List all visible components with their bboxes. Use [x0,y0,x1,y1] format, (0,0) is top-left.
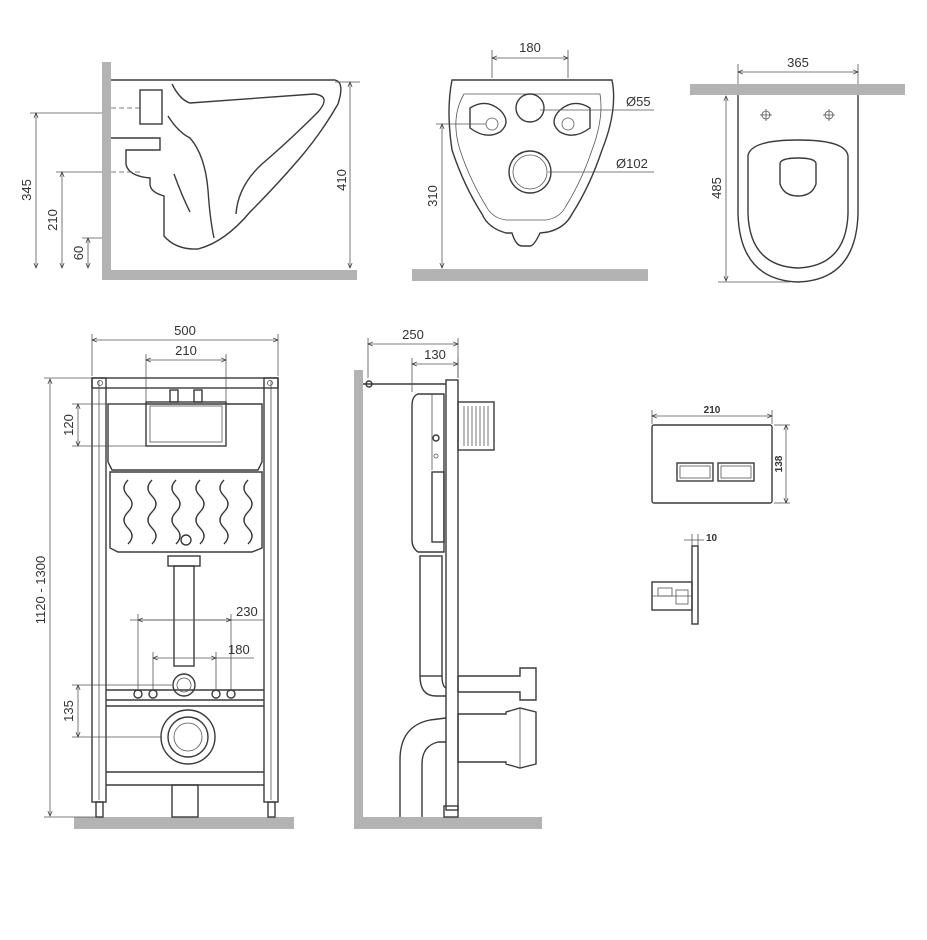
dim-135: 135 [61,700,76,722]
dim-plate-10: 10 [706,533,718,544]
dim-180: 180 [519,40,541,55]
drain-outlet [160,709,216,765]
leg-right [267,801,276,818]
cistern-side [411,393,445,553]
cistern [107,403,263,471]
inspection-opening [145,401,227,447]
floor [354,817,542,829]
inlet-connector [139,89,163,125]
flush-button-small [676,462,714,482]
leg-left [95,801,104,818]
dim-120: 120 [61,414,76,436]
outlet-hole [508,150,552,194]
floor [412,269,648,281]
dim-345: 345 [19,179,34,201]
seat-opening [779,157,817,197]
inlet-ring [172,673,196,697]
frame-front-view: 500 210 120 1120 - 1300 230 180 135 [33,323,294,829]
flush-plate [651,424,773,504]
inlet-hole [515,93,545,123]
drain-pipe [171,784,199,818]
dim-130: 130 [424,347,446,362]
dim-plate-210: 210 [704,405,721,416]
fixing-hole-left [485,117,499,131]
plate-side [691,545,699,625]
dim-210: 210 [45,209,60,231]
dim-485: 485 [709,177,724,199]
dim-310: 310 [425,185,440,207]
toilet-top-outline [737,95,859,283]
side-view: 345 210 60 410 [19,62,360,280]
toilet-back-outline [448,79,615,247]
inlet-connector-side [457,667,537,701]
bowl-inner [171,83,325,215]
label-d55: Ø55 [626,94,651,109]
flush-actuator-box [457,401,495,451]
dim-height: 1120 - 1300 [33,556,48,624]
stud [211,689,221,699]
flush-pipe [173,565,195,667]
dim-365: 365 [787,55,809,70]
dim-230: 230 [236,604,258,619]
frame-side-view: 250 130 [354,327,542,829]
stud [148,689,158,699]
toilet-side-outline [111,79,342,250]
seat-outer [747,139,849,269]
flush-button-large [717,462,755,482]
top-view: 365 485 [690,55,905,283]
dim-250: 250 [402,327,424,342]
dim-plate-138: 138 [774,455,785,472]
dim-210: 210 [175,343,197,358]
floor [74,817,294,829]
dim-180: 180 [228,642,250,657]
wall [354,370,363,828]
wall [102,62,111,280]
flush-plate-view: 210 138 10 [651,405,790,625]
stud [226,689,236,699]
drain-connector-side [457,707,537,769]
fixing-hole-right [561,117,575,131]
stud [133,689,143,699]
flush-pipe-side [419,555,443,677]
wall [690,84,905,95]
dim-410: 410 [334,169,349,191]
back-view: 180 Ø55 Ø102 310 [412,40,654,281]
dim-60: 60 [71,246,86,260]
frame-upright [445,379,459,811]
dim-500: 500 [174,323,196,338]
floor [102,270,357,280]
cistern-pattern [123,479,253,546]
label-d102: Ø102 [616,156,648,171]
drain-elbow [399,717,447,817]
